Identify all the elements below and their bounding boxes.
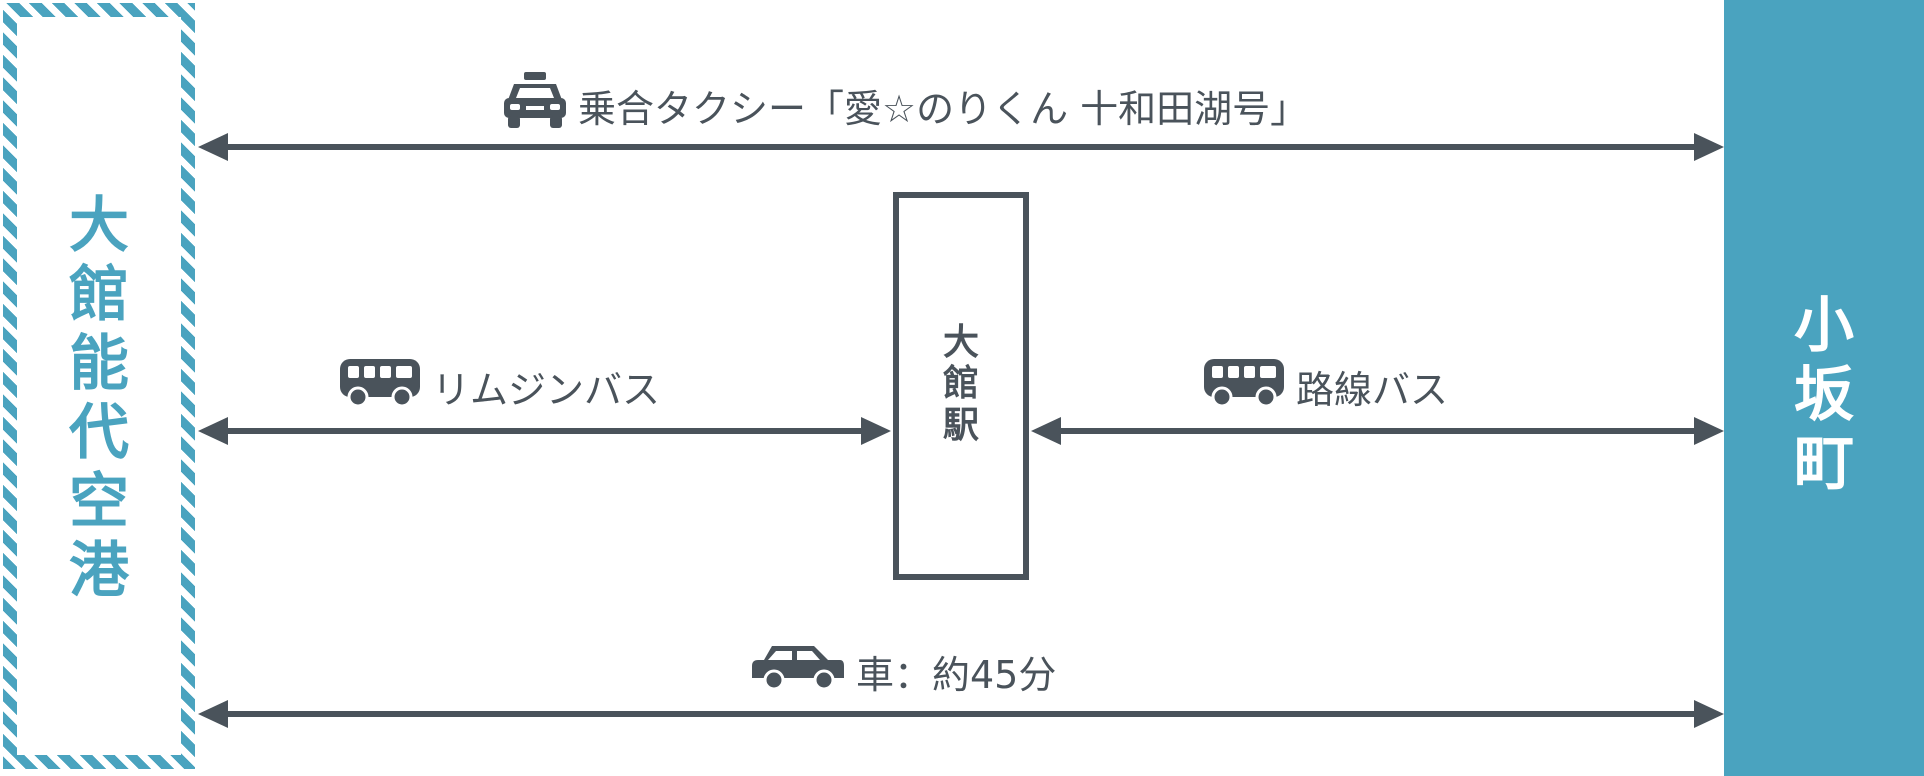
route-bus-label: 路線バス [1202,357,1448,416]
airport-name-char: 館 [69,260,129,330]
route-bus-arrowhead-right [1694,417,1724,445]
airport-name-char: 代 [69,398,129,468]
taxi-icon [502,70,568,141]
airport-box: 大 館 能 代 空 港 [3,3,195,769]
station-name: 大 館 駅 [899,322,1023,446]
car-route-line [220,711,1705,717]
taxi-arrowhead-right [1694,133,1724,161]
limousine-route-text: リムジンバス [432,368,661,412]
taxi-route-label: 乗合タクシー「愛☆のりくん 十和田湖号」 [502,70,1308,141]
station-box: 大 館 駅 [893,192,1029,580]
station-name-char: 館 [942,363,979,405]
limousine-arrowhead-right [861,417,891,445]
car-arrowhead-right [1694,700,1724,728]
town-name-char: 小 [1794,291,1854,361]
town-box: 小 坂 町 [1724,0,1924,776]
car-route-text: 車：約45分 [856,653,1057,697]
town-name: 小 坂 町 [1724,292,1924,499]
airport-name-char: 能 [69,329,129,399]
car-route-label: 車：約45分 [750,642,1056,701]
car-icon [750,642,846,701]
limousine-arrowhead-left [198,417,228,445]
route-bus-arrowhead-left [1031,417,1061,445]
taxi-route-line [220,144,1705,150]
limousine-route-line [220,428,875,434]
town-name-char: 町 [1794,429,1854,499]
bus-icon [1202,357,1286,416]
car-arrowhead-left [198,700,228,728]
airport-name-char: 大 [69,191,129,261]
route-bus-line [1048,428,1705,434]
station-name-char: 駅 [942,404,979,446]
airport-name-char: 港 [69,536,129,606]
taxi-arrowhead-left [198,133,228,161]
airport-name: 大 館 能 代 空 港 [17,192,181,606]
route-bus-text: 路線バス [1296,368,1449,412]
town-name-char: 坂 [1794,360,1854,430]
bus-icon [338,357,422,416]
taxi-route-text: 乗合タクシー「愛☆のりくん 十和田湖号」 [578,87,1309,131]
limousine-route-label: リムジンバス [338,357,660,416]
airport-name-char: 空 [69,467,129,537]
station-name-char: 大 [942,322,979,363]
